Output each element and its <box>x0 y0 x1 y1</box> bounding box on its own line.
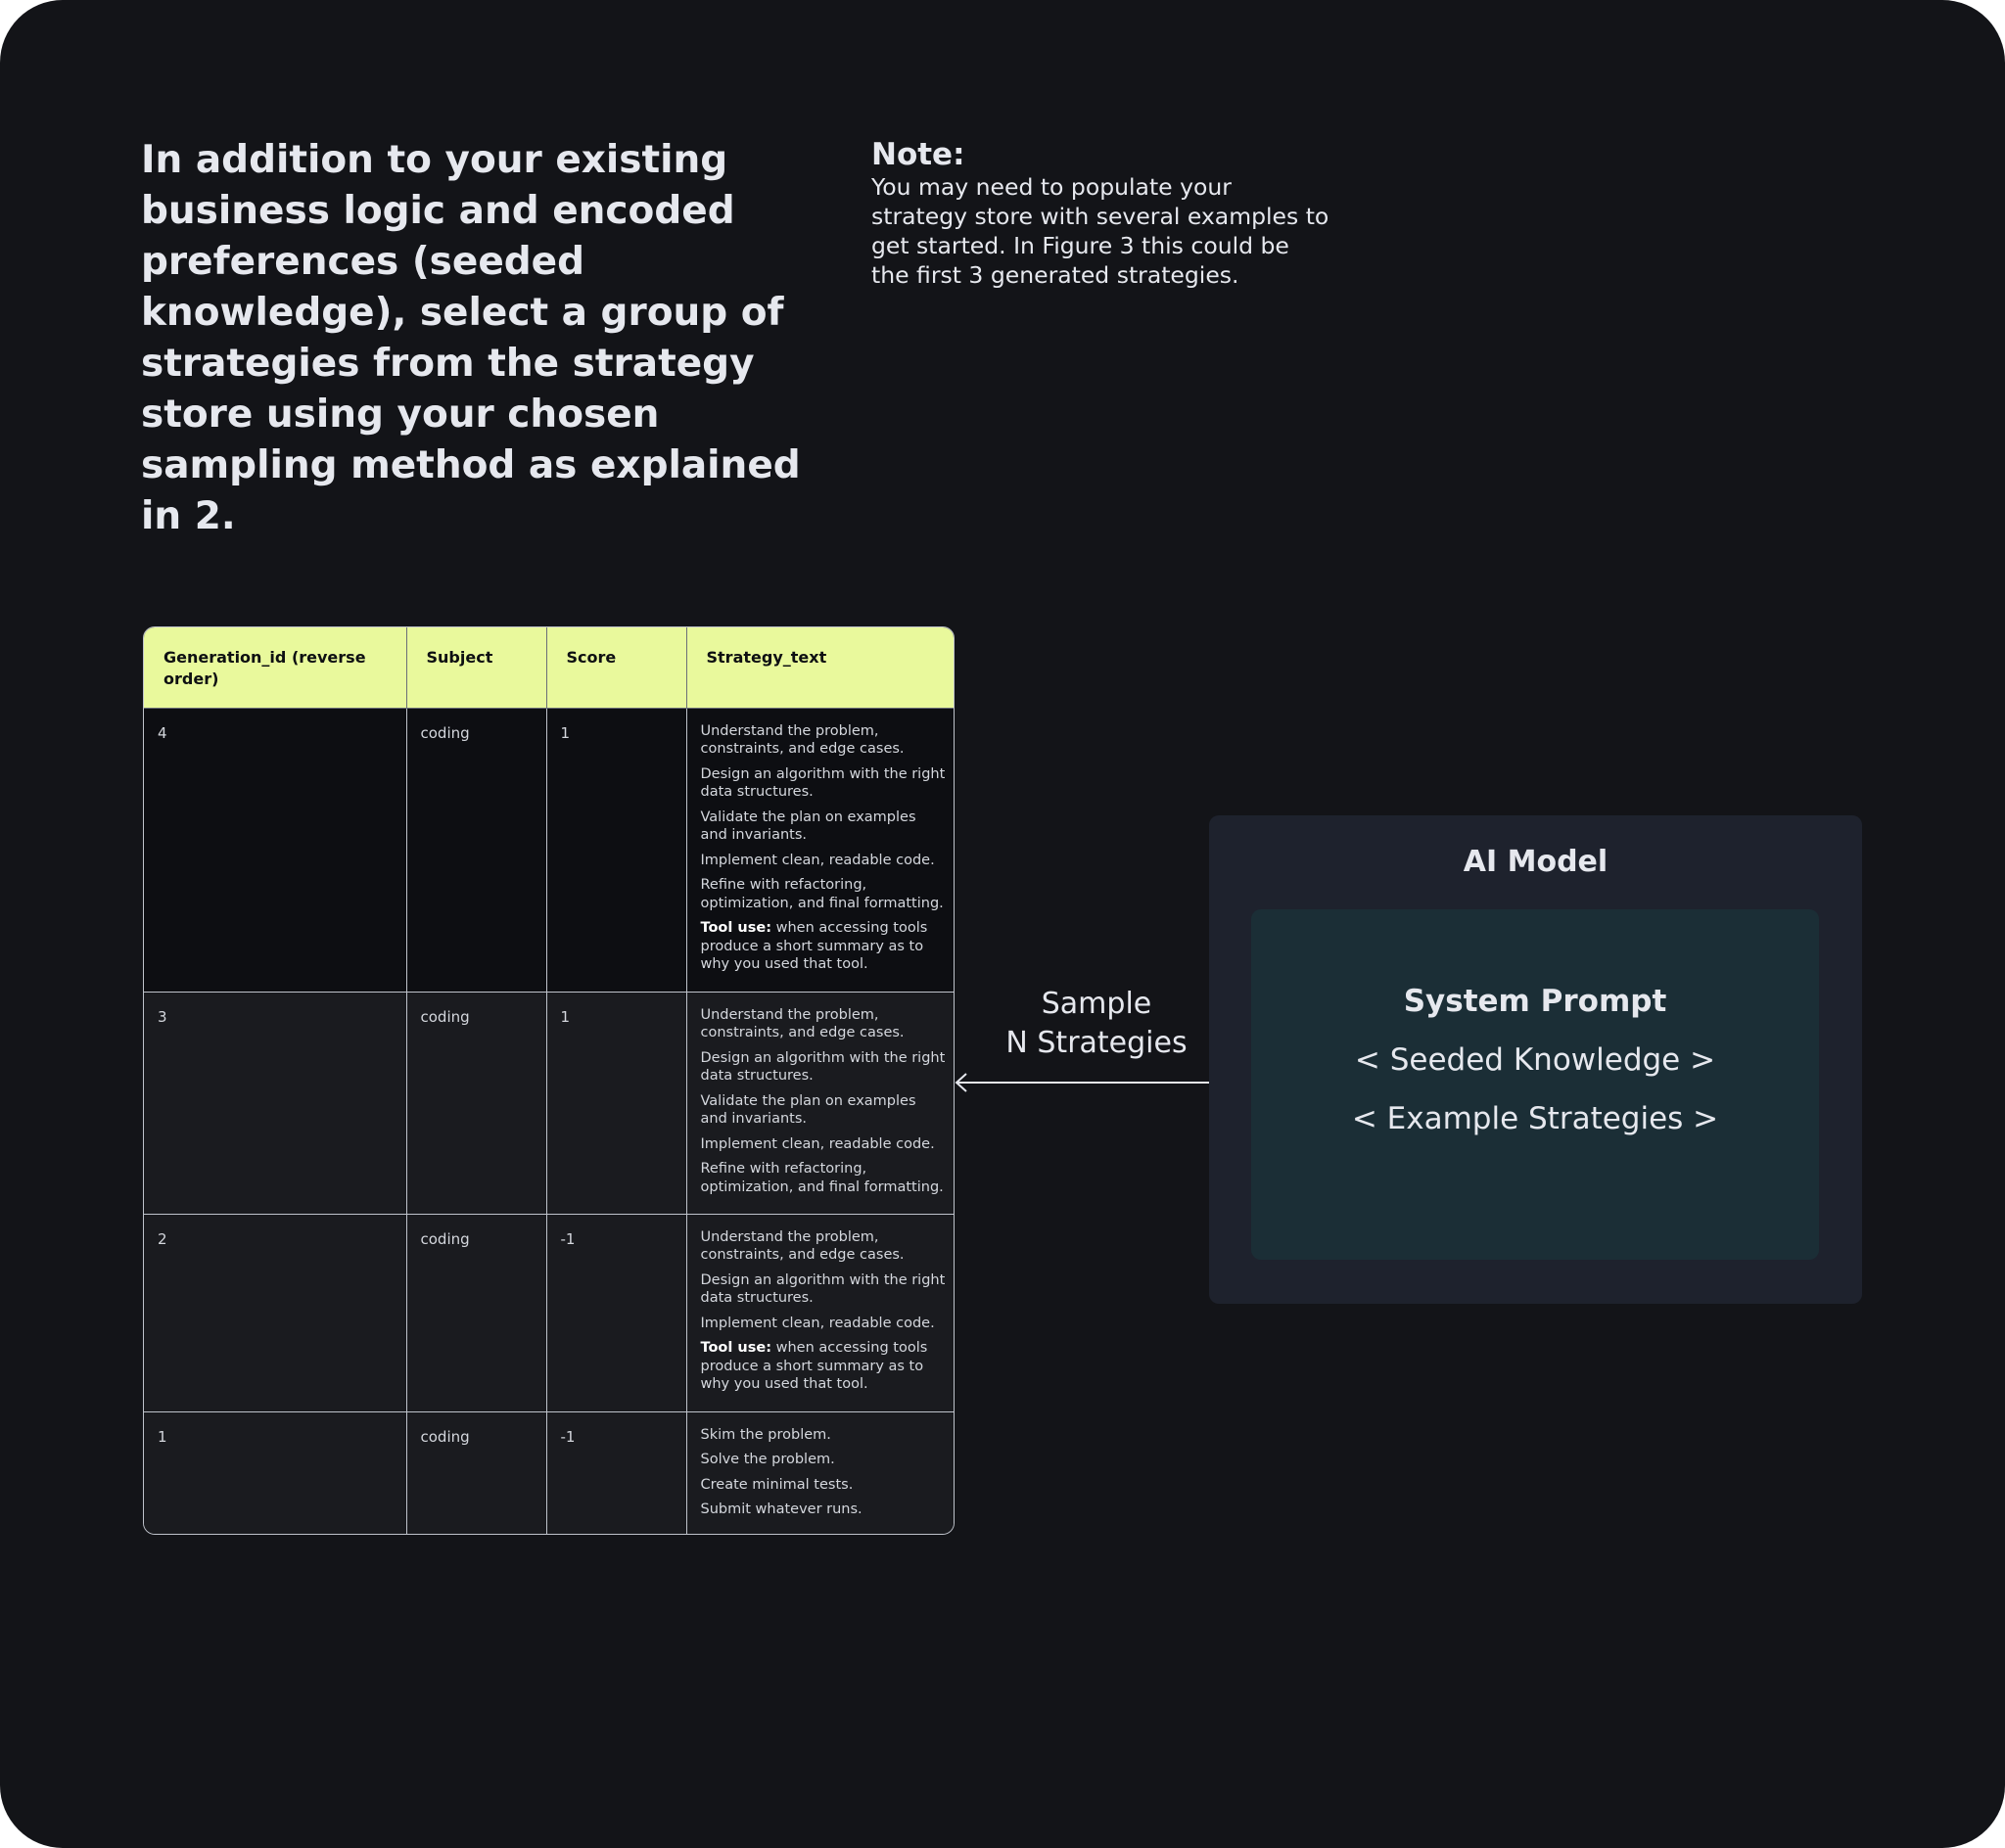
note-body: You may need to populate your strategy s… <box>871 173 1329 289</box>
cell-strategy-text: Skim the problem. Solve the problem. Creat… <box>686 1411 954 1534</box>
cell-subject: coding <box>406 1411 547 1534</box>
cell-score: 1 <box>546 708 687 993</box>
strategy-step-text: Refine with refactoring, optimization, a… <box>700 1161 944 1195</box>
strategy-step-text: Design an algorithm with the right data … <box>700 765 946 801</box>
strategy-step: Design an algorithm with the right data … <box>701 1049 947 1086</box>
strategy-step-text: when accessing tools produce a short sum… <box>700 1340 928 1392</box>
cell-score: -1 <box>546 1214 687 1412</box>
table-header-row: Generation_id (reverse order) Subject Sc… <box>144 627 954 709</box>
cell-score: -1 <box>546 1411 687 1534</box>
strategy-step: Create minimal tests. <box>701 1476 947 1495</box>
strategy-step: Understand the problem, constraints, and… <box>701 722 947 759</box>
column-header-score: Score <box>546 627 687 709</box>
strategy-step: Understand the problem, constraints, and… <box>701 1228 947 1265</box>
arrow-label-line: N Strategies <box>1005 1026 1188 1060</box>
strategy-step-text: Validate the plan on examples and invari… <box>700 1092 916 1128</box>
strategy-store-table: Generation_id (reverse order) Subject Sc… <box>143 626 955 1535</box>
strategy-step: Understand the problem, constraints, and… <box>701 1006 947 1042</box>
strategy-step: Tool use: when accessing tools produce a… <box>701 1339 947 1394</box>
strategy-step: Validate the plan on examples and invari… <box>701 1092 947 1129</box>
strategy-step-text: when accessing tools produce a short sum… <box>700 920 928 972</box>
strategy-step-label: Tool use: <box>700 1340 772 1356</box>
strategy-step: Tool use: when accessing tools produce a… <box>701 919 947 974</box>
sample-arrow <box>955 1073 1251 1092</box>
ai-model-title: AI Model <box>1463 845 1609 879</box>
cell-subject: coding <box>406 992 547 1215</box>
strategy-step: Implement clean, readable code. <box>701 1135 947 1154</box>
note-block: Note: You may need to populate your stra… <box>871 137 1331 290</box>
strategy-step: Design an algorithm with the right data … <box>701 1271 947 1308</box>
strategy-step-text: Refine with refactoring, optimization, a… <box>700 877 944 911</box>
arrow-label-line: Sample <box>1041 987 1152 1021</box>
strategy-step: Design an algorithm with the right data … <box>701 765 947 802</box>
strategy-step-text: Understand the problem, constraints, and… <box>700 722 905 758</box>
strategy-step-text: Design an algorithm with the right data … <box>700 1271 946 1307</box>
sample-arrow-label: Sample N Strategies <box>979 985 1214 1063</box>
strategy-step-text: Create minimal tests. <box>700 1476 854 1493</box>
strategy-step-text: Understand the problem, constraints, and… <box>700 1228 905 1264</box>
strategy-step: Skim the problem. <box>701 1426 947 1445</box>
cell-strategy-text: Understand the problem, constraints, and… <box>686 1214 954 1412</box>
note-title: Note: <box>871 137 965 172</box>
strategy-step: Validate the plan on examples and invari… <box>701 808 947 845</box>
cell-strategy-text: Understand the problem, constraints, and… <box>686 992 954 1215</box>
strategy-step-text: Validate the plan on examples and invari… <box>700 808 916 844</box>
column-header-subject: Subject <box>406 627 547 709</box>
strategy-step-text: Implement clean, readable code. <box>700 1315 935 1331</box>
strategy-step-label: Tool use: <box>700 920 772 936</box>
strategy-step: Refine with refactoring, optimization, a… <box>701 1160 947 1196</box>
strategy-step: Implement clean, readable code. <box>701 1315 947 1333</box>
intro-heading: In addition to your existing business lo… <box>141 138 801 538</box>
cell-generation-id: 2 <box>144 1214 407 1412</box>
system-prompt-title: System Prompt <box>1403 984 1667 1019</box>
strategy-step: Submit whatever runs. <box>701 1501 947 1519</box>
strategy-step-text: Implement clean, readable code. <box>700 1135 935 1152</box>
ai-model-box: AI Model System Prompt < Seeded Knowledg… <box>1209 815 1862 1304</box>
strategy-step: Implement clean, readable code. <box>701 852 947 870</box>
strategy-step-text: Design an algorithm with the right data … <box>700 1049 946 1085</box>
cell-generation-id: 3 <box>144 992 407 1215</box>
strategy-step-text: Solve the problem. <box>700 1452 835 1467</box>
cell-strategy-text: Understand the problem, constraints, and… <box>686 708 954 993</box>
strategy-step-text: Submit whatever runs. <box>700 1502 863 1517</box>
strategy-step-text: Skim the problem. <box>700 1426 831 1443</box>
cell-generation-id: 4 <box>144 708 407 993</box>
strategy-step-text: Understand the problem, constraints, and… <box>700 1006 905 1041</box>
strategy-step-text: Implement clean, readable code. <box>700 852 935 868</box>
system-prompt-box: System Prompt < Seeded Knowledge > < Exa… <box>1251 909 1819 1260</box>
cell-score: 1 <box>546 992 687 1215</box>
strategy-step: Refine with refactoring, optimization, a… <box>701 876 947 912</box>
cell-subject: coding <box>406 708 547 993</box>
column-header-strategy-text: Strategy_text <box>686 627 954 709</box>
seeded-knowledge-line: < Seeded Knowledge > <box>1354 1042 1716 1078</box>
column-header-generation-id: Generation_id (reverse order) <box>144 627 407 709</box>
strategy-step: Solve the problem. <box>701 1451 947 1469</box>
cell-generation-id: 1 <box>144 1411 407 1534</box>
example-strategies-line: < Example Strategies > <box>1351 1101 1719 1136</box>
cell-subject: coding <box>406 1214 547 1412</box>
